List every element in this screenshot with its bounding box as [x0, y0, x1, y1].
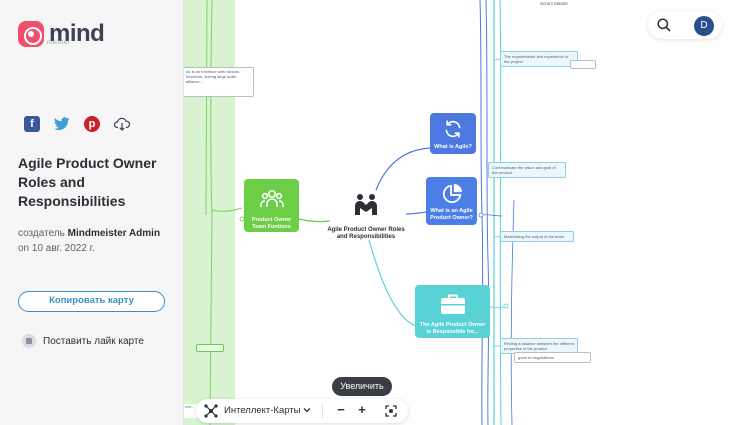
- note-scrum-master[interactable]: Scrum Master: [540, 1, 569, 6]
- node-label: What is an Agile Product Owner?: [430, 208, 473, 221]
- pie-chart-icon: [442, 183, 462, 204]
- note-vision[interactable]: Communicate the vision and goal of the p…: [488, 162, 566, 178]
- connector-lines: [195, 0, 515, 425]
- view-mode-selector[interactable]: Интеллект-Карты: [224, 405, 301, 416]
- fit-to-screen-icon[interactable]: [385, 405, 397, 417]
- logo-mark-icon: [18, 21, 44, 47]
- note-maximizing[interactable]: Maximizing the output of the team: [500, 231, 574, 242]
- node-product-owner-responsible[interactable]: The Agile Product Owner is Responsible f…: [415, 285, 490, 338]
- green-collapsed-chip[interactable]: [196, 344, 224, 352]
- toolbar-divider: [322, 404, 323, 418]
- mind-map-mode-icon[interactable]: [204, 404, 218, 418]
- team-icon: [259, 189, 284, 207]
- node-what-is-agile[interactable]: What is Agile?: [430, 113, 476, 154]
- share-bar: f p: [24, 116, 130, 132]
- twitter-icon[interactable]: [54, 116, 70, 132]
- like-label: Поставить лайк карте: [43, 335, 144, 347]
- handshake-icon: [355, 194, 377, 215]
- node-label: What is Agile?: [434, 144, 472, 150]
- zoom-in-tooltip: Увеличить: [332, 377, 392, 396]
- note-requirements[interactable]: The requirements and experience of the p…: [500, 51, 578, 67]
- author-name[interactable]: Mindmeister Admin: [67, 228, 161, 239]
- download-icon[interactable]: [114, 116, 130, 132]
- mind-map-canvas[interactable]: As is an interface with various function…: [184, 0, 730, 425]
- chevron-down-icon[interactable]: [303, 406, 311, 414]
- note-negotiation[interactable]: good in negotiations: [514, 352, 591, 363]
- node-label: The Agile Product Owner is Responsible f…: [419, 322, 486, 335]
- map-meta: создатель Mindmeister Admin on 10 авг. 2…: [18, 226, 178, 256]
- sidebar: mind meister f p Agile Product Owner Rol…: [0, 0, 184, 425]
- bottom-toolbar: [196, 399, 408, 423]
- node-label: Product Owner Team Funtions: [251, 217, 292, 230]
- pinterest-icon[interactable]: p: [84, 116, 100, 132]
- briefcase-icon: [440, 294, 465, 314]
- note-bottom-left[interactable]: ...ent...: [184, 404, 198, 418]
- map-title: Agile Product Owner Roles and Responsibi…: [18, 155, 157, 209]
- node-owner-team-functions[interactable]: Product Owner Team Funtions: [244, 179, 299, 232]
- like-map-button[interactable]: Поставить лайк карте: [22, 334, 144, 348]
- root-label: Agile Product Owner Roles and Responsibi…: [327, 227, 405, 240]
- zoom-in-button[interactable]: +: [358, 402, 366, 417]
- user-avatar[interactable]: D: [694, 16, 714, 36]
- search-icon[interactable]: [657, 18, 671, 32]
- note-stub-gray[interactable]: [570, 60, 596, 69]
- mindmeister-logo[interactable]: mind: [18, 19, 105, 49]
- node-what-is-agile-product-owner[interactable]: What is an Agile Product Owner?: [426, 177, 477, 225]
- copy-map-button[interactable]: Копировать карту: [18, 291, 165, 312]
- facebook-icon[interactable]: f: [24, 116, 40, 132]
- refresh-icon: [445, 120, 461, 138]
- logo-subword: meister: [47, 40, 71, 46]
- note-cut-left[interactable]: As is an interface with various function…: [184, 67, 254, 97]
- logo-word: mind: [49, 20, 105, 47]
- created-date: on 10 авг. 2022 г.: [18, 243, 95, 254]
- zoom-out-button[interactable]: −: [337, 402, 345, 417]
- author-prefix: создатель: [18, 228, 65, 239]
- thumbs-up-icon: [22, 334, 36, 348]
- root-topic[interactable]: Agile Product Owner Roles and Responsibi…: [324, 193, 408, 241]
